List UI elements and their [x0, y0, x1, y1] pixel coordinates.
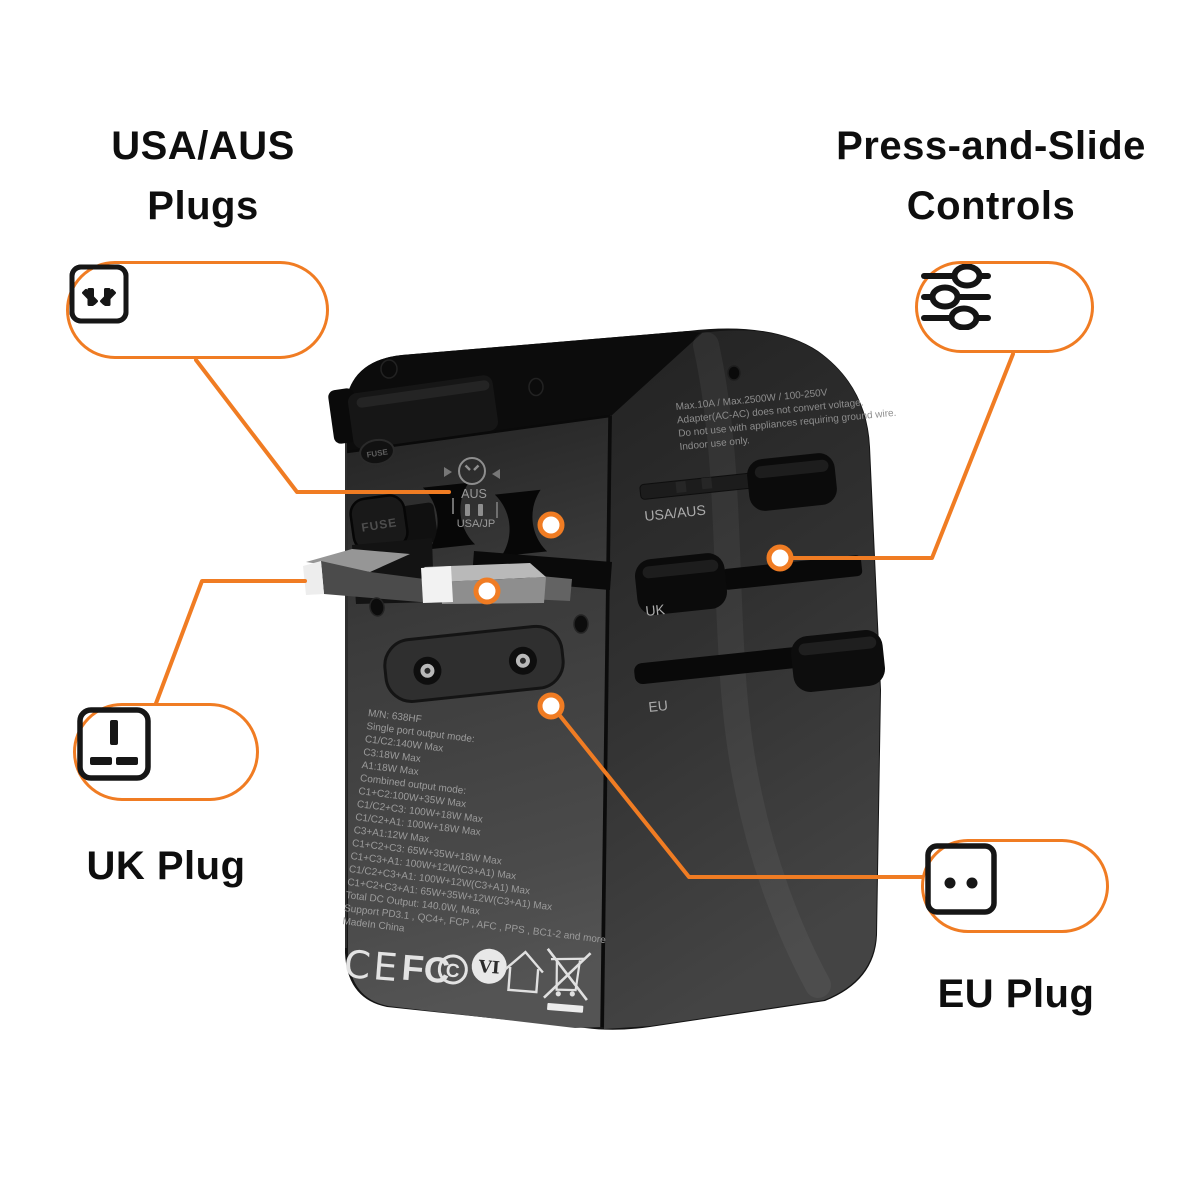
- house-icon: [504, 950, 544, 994]
- efficiency-mark: VI: [477, 957, 501, 979]
- aus-plug-icon: [69, 264, 129, 324]
- callout-anchor-dot: [537, 511, 565, 539]
- slider-label-uk: UK: [645, 601, 667, 619]
- stored-plug-clip: [328, 375, 499, 449]
- uk-plug-prongs: [303, 538, 434, 604]
- callout-anchor-dot: [473, 577, 501, 605]
- uk-plug-badge: [73, 703, 259, 801]
- eu-plug-title: EU Plug: [888, 964, 1144, 1024]
- travel-adapter: FUSE FUSE AUS: [303, 328, 897, 1030]
- fuse-badge: FUSE: [359, 438, 395, 466]
- certification-marks: CE FC C VI: [342, 942, 592, 1013]
- title-line: Plugs: [147, 184, 259, 228]
- screw: [528, 377, 544, 397]
- callout-anchor-dot: [766, 544, 794, 572]
- callout-anchor-dot: [537, 692, 565, 720]
- fcc-circle-c: C: [445, 960, 461, 982]
- front-side-edge: [600, 415, 612, 1028]
- slider-eu: [634, 630, 885, 692]
- slider-usa-aus: [639, 453, 837, 511]
- side-reflection: [693, 332, 831, 998]
- eu-plug-icon: [925, 843, 997, 915]
- usa-jp-socket-marking: [452, 498, 498, 518]
- usa-aus-plugs-title: USA/AUS Plugs: [38, 116, 368, 236]
- eu-plug-recess: [383, 624, 565, 703]
- screw: [573, 614, 589, 634]
- screw: [380, 359, 398, 379]
- crossed-out-bin-icon: [543, 948, 592, 1013]
- fuse-holder-label: FUSE: [360, 515, 398, 534]
- usa-jp-label: USA/JP: [457, 518, 496, 530]
- fuse-holder: FUSE: [349, 494, 438, 552]
- connector-line-press-slide: [790, 352, 1015, 560]
- arrow-left-icon: [492, 469, 500, 479]
- connector-line-eu: [555, 710, 925, 879]
- title-line: USA/AUS: [111, 124, 295, 168]
- title-line: EU Plug: [937, 972, 1095, 1016]
- efficiency-mark-circle: [471, 948, 507, 984]
- slider-uk: [635, 553, 863, 615]
- uk-plug-icon: [77, 707, 151, 781]
- usa-plug-prong: [421, 551, 612, 604]
- title-line: UK Plug: [86, 844, 246, 888]
- arrow-right-icon: [444, 467, 452, 477]
- eu-plug-badge: [921, 839, 1109, 933]
- prong-slot-recess: [494, 489, 548, 557]
- uk-plug-title: UK Plug: [40, 836, 292, 896]
- press-and-slide-title: Press-and-Slide Controls: [778, 116, 1200, 236]
- screw: [727, 365, 741, 381]
- prong-slot-recess: [422, 482, 476, 550]
- press-and-slide-badge: [915, 261, 1094, 353]
- screw: [369, 597, 385, 617]
- usa-aus-plugs-badge: [66, 261, 329, 359]
- slider-label-eu: EU: [648, 697, 669, 715]
- connector-line-usa-aus: [194, 358, 451, 494]
- slider-label-usa-aus: USA/AUS: [644, 502, 707, 524]
- title-line: Press-and-Slide: [836, 124, 1146, 168]
- ce-mark: CE: [342, 942, 402, 990]
- fcc-mark: FC: [400, 947, 451, 992]
- title-line: Controls: [906, 184, 1076, 228]
- fcc-circle: [437, 954, 468, 985]
- fuse-badge-label: FUSE: [366, 447, 389, 459]
- aus-label: AUS: [461, 487, 487, 501]
- connector-line-uk: [153, 579, 307, 708]
- aus-socket-marking: [444, 457, 500, 485]
- sliders-icon: [921, 264, 991, 330]
